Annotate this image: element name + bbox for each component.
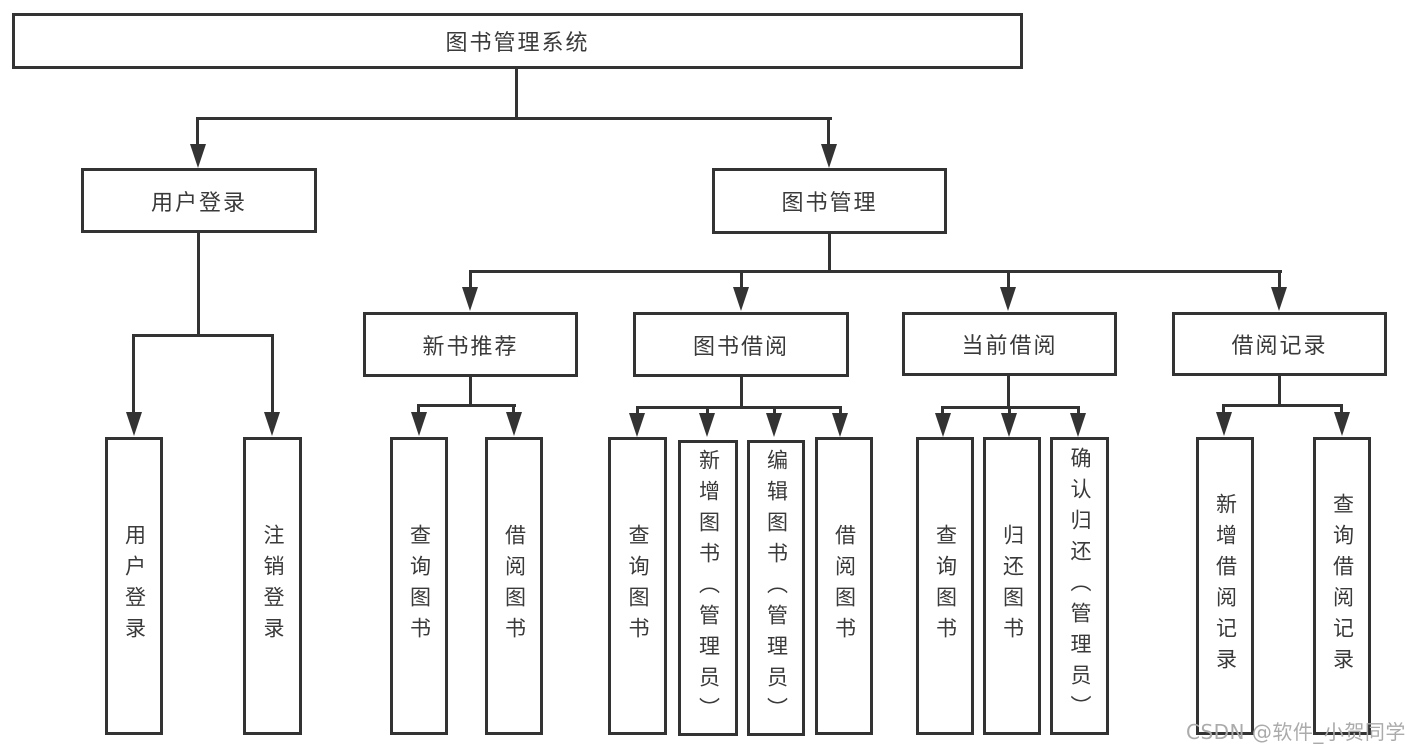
connector-line bbox=[196, 117, 199, 145]
arrow-down-icon bbox=[1001, 413, 1017, 437]
connector-line bbox=[469, 270, 1282, 273]
leaf-current-return-books: 归还图书 bbox=[983, 437, 1041, 735]
arrow-down-icon bbox=[1271, 287, 1287, 311]
arrow-down-icon bbox=[629, 413, 645, 437]
arrow-down-icon bbox=[766, 413, 782, 437]
arrow-down-icon bbox=[506, 412, 522, 436]
leaf-current-confirm-return-admin: 确认归还（管理员） bbox=[1050, 437, 1109, 735]
connector-line bbox=[196, 117, 832, 120]
connector-line bbox=[827, 117, 830, 145]
arrow-down-icon bbox=[1334, 412, 1350, 436]
connector-line bbox=[1278, 376, 1281, 406]
node-user-login: 用户登录 bbox=[81, 168, 317, 233]
arrow-down-icon bbox=[832, 413, 848, 437]
connector-line bbox=[1007, 270, 1010, 288]
leaf-user-login: 用户登录 bbox=[105, 437, 163, 735]
connector-line bbox=[1278, 270, 1281, 288]
node-current-borrowing: 当前借阅 bbox=[902, 312, 1117, 376]
arrow-down-icon bbox=[264, 412, 280, 436]
connector-line bbox=[512, 404, 515, 414]
arrow-down-icon bbox=[462, 287, 478, 311]
arrow-down-icon bbox=[411, 412, 427, 436]
connector-line bbox=[1222, 404, 1343, 407]
leaf-records-query-record: 查询借阅记录 bbox=[1313, 437, 1371, 735]
connector-line bbox=[1222, 404, 1225, 414]
connector-line bbox=[828, 234, 831, 272]
node-new-book-recommend: 新书推荐 bbox=[363, 312, 578, 377]
arrow-down-icon bbox=[1070, 413, 1086, 437]
leaf-borrowing-borrow-books: 借阅图书 bbox=[815, 437, 873, 735]
connector-line bbox=[417, 404, 420, 414]
connector-line bbox=[271, 334, 274, 414]
connector-line bbox=[1007, 376, 1010, 408]
connector-line bbox=[469, 270, 472, 288]
arrow-down-icon bbox=[1216, 412, 1232, 436]
connector-line bbox=[941, 406, 944, 415]
arrow-down-icon bbox=[733, 287, 749, 311]
connector-line bbox=[132, 334, 274, 337]
arrow-down-icon bbox=[699, 413, 715, 437]
connector-line bbox=[706, 406, 709, 415]
connector-line bbox=[740, 270, 743, 288]
leaf-records-add-record: 新增借阅记录 bbox=[1196, 437, 1254, 735]
arrow-down-icon bbox=[126, 412, 142, 436]
leaf-newbooks-query-books: 查询图书 bbox=[390, 437, 448, 735]
node-book-borrowing: 图书借阅 bbox=[633, 312, 849, 377]
connector-line bbox=[1340, 404, 1343, 414]
connector-line bbox=[636, 406, 639, 415]
node-book-management: 图书管理 bbox=[712, 168, 947, 234]
connector-line bbox=[1077, 406, 1080, 415]
connector-line bbox=[773, 406, 776, 415]
connector-line bbox=[469, 377, 472, 406]
connector-line bbox=[417, 404, 516, 407]
connector-line bbox=[1008, 406, 1011, 415]
connector-line bbox=[132, 334, 135, 414]
arrow-down-icon bbox=[1000, 287, 1016, 311]
arrow-down-icon bbox=[935, 413, 951, 437]
connector-line bbox=[197, 233, 200, 337]
node-borrow-records: 借阅记录 bbox=[1172, 312, 1387, 376]
connector-line bbox=[636, 406, 841, 409]
arrow-down-icon bbox=[190, 144, 206, 168]
leaf-borrowing-query-books: 查询图书 bbox=[608, 437, 667, 735]
arrow-down-icon bbox=[821, 144, 837, 168]
leaf-logout: 注销登录 bbox=[243, 437, 302, 735]
leaf-current-query-books: 查询图书 bbox=[916, 437, 974, 735]
connector-line bbox=[515, 68, 518, 119]
leaf-borrowing-edit-books-admin: 编辑图书（管理员） bbox=[747, 440, 805, 736]
connector-line bbox=[740, 377, 743, 408]
leaf-borrowing-add-books-admin: 新增图书（管理员） bbox=[678, 440, 738, 736]
csdn-watermark: CSDN @软件_小贺同学 bbox=[1186, 720, 1405, 744]
connector-line bbox=[839, 406, 842, 415]
leaf-newbooks-borrow-books: 借阅图书 bbox=[485, 437, 543, 735]
node-book-management-system: 图书管理系统 bbox=[12, 13, 1023, 69]
